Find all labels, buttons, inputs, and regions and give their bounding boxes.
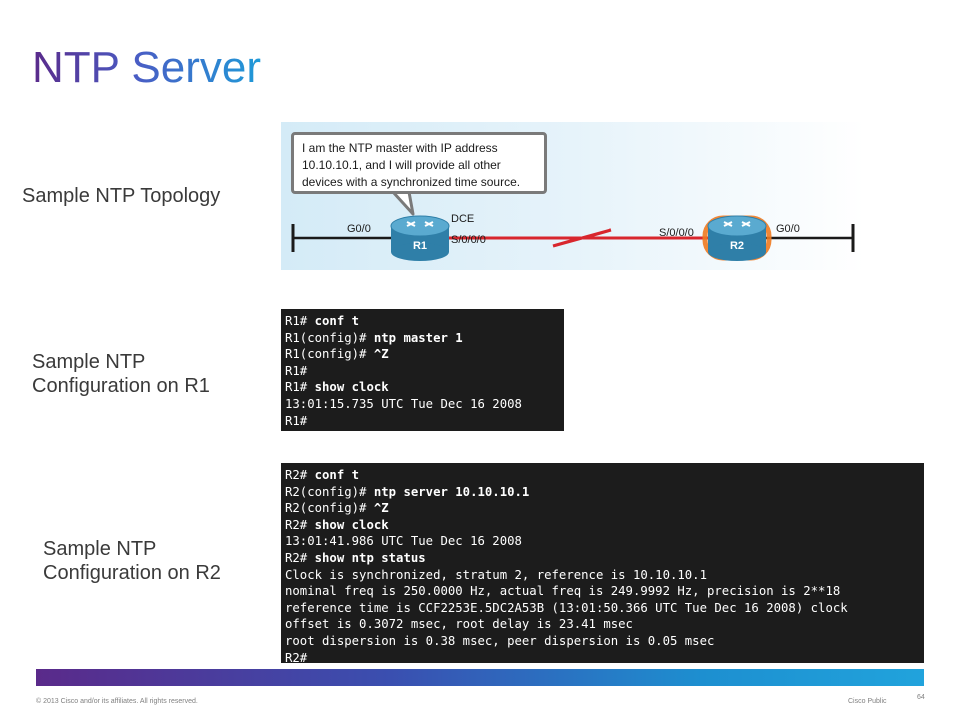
footer-classification: Cisco Public — [848, 698, 887, 705]
r2-terminal-line: R2# show clock — [285, 517, 389, 532]
r2-config-label-line-1: Sample NTP — [43, 538, 157, 560]
r1-config-label-line-2: Configuration on R1 — [32, 375, 210, 397]
r2-terminal-line: nominal freq is 250.0000 Hz, actual freq… — [285, 584, 841, 599]
r1-terminal-line: R1(config)# ^Z — [285, 347, 389, 362]
r2-terminal-line: R2# show ntp status — [285, 550, 426, 565]
r1-config-label-line-1: Sample NTP — [32, 351, 146, 373]
topology-label: Sample NTP Topology — [22, 184, 220, 208]
r2-serial-label: S/0/0/0 — [659, 227, 694, 239]
footer-gradient-bar — [36, 669, 924, 686]
r1-terminal-line: R1# — [285, 413, 308, 428]
r2-terminal-line: reference time is CCF2253E.5DC2A53B (13:… — [285, 600, 848, 615]
r2-g00-label: G0/0 — [776, 223, 800, 235]
footer-copyright: © 2013 Cisco and/or its affiliates. All … — [36, 698, 198, 705]
r1-terminal-line: R1# — [285, 363, 308, 378]
r2-terminal-line: R2# — [285, 650, 308, 665]
r2-terminal-line: 13:01:41.986 UTC Tue Dec 16 2008 — [285, 534, 522, 549]
r2-terminal-line: Clock is synchronized, stratum 2, refere… — [285, 567, 707, 582]
r1-terminal-line: R1# show clock — [285, 380, 389, 395]
footer-page-number: 64 — [917, 694, 925, 701]
serial-link — [449, 228, 711, 248]
r1-g00-label: G0/0 — [347, 223, 371, 235]
router-r1-label: R1 — [413, 240, 427, 252]
r2-terminal-line: root dispersion is 0.38 msec, peer dispe… — [285, 633, 715, 648]
callout-line-1: I am the NTP master with IP address — [302, 141, 498, 155]
r2-terminal-line: R2# conf t — [285, 468, 360, 482]
router-r1-icon: R1 — [390, 215, 450, 261]
r1-terminal-line: 13:01:15.735 UTC Tue Dec 16 2008 — [285, 396, 522, 411]
r2-terminal-line: offset is 0.3072 msec, root delay is 23.… — [285, 617, 633, 632]
topology-graphic: R1 R2 G0/0 DCE S/0/0/0 S/0/0/0 G0/0 — [291, 190, 855, 261]
r1-terminal-line: R1(config)# ntp master 1 — [285, 330, 463, 345]
callout-pointer — [391, 190, 415, 216]
topology-label-text: Sample NTP Topology — [22, 185, 221, 207]
r2-terminal-line: R2(config)# ntp server 10.10.10.1 — [285, 484, 530, 499]
r1-terminal-line: R1# conf t — [285, 314, 360, 328]
callout-line-3: devices with a synchronized time source. — [302, 175, 521, 189]
r2-config-label: Sample NTP Configuration on R2 — [43, 537, 221, 585]
ntp-master-callout: I am the NTP master with IP address 10.1… — [291, 132, 547, 194]
router-r2-label: R2 — [730, 240, 744, 252]
r1-serial-label: S/0/0/0 — [451, 234, 486, 246]
r2-terminal-output: R2# conf t R2(config)# ntp server 10.10.… — [281, 463, 924, 665]
slide-title: NTP Server — [32, 40, 261, 96]
r1-config-label: Sample NTP Configuration on R1 — [32, 350, 210, 398]
r1-dce-label: DCE — [451, 213, 474, 225]
ntp-topology-diagram: R1 R2 G0/0 DCE S/0/0/0 S/0/0/0 G0/0 I am… — [281, 122, 865, 270]
r1-terminal-output: R1# conf t R1(config)# ntp master 1 R1(c… — [281, 309, 564, 431]
r2-terminal-line: R2(config)# ^Z — [285, 501, 389, 516]
r2-config-label-line-2: Configuration on R2 — [43, 562, 221, 584]
callout-line-2: 10.10.10.1, and I will provide all other — [302, 158, 501, 172]
router-r2-icon: R2 — [702, 215, 772, 261]
